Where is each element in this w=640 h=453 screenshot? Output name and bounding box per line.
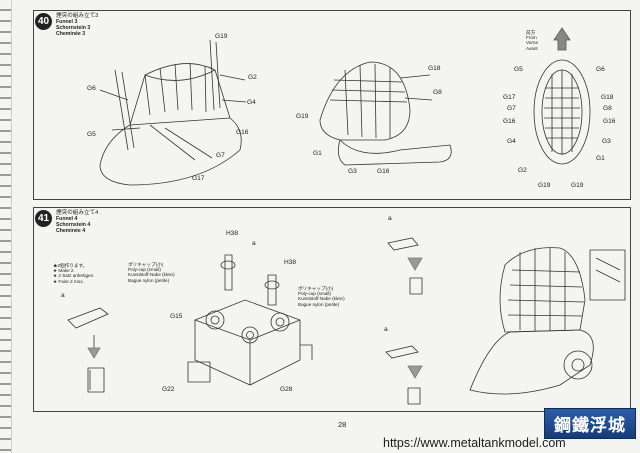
make-note-de: ★ 2 Satz anfertigen. [53,273,95,279]
make-two-note: ★2個作ります。 ★ Make 2. ★ 2 Satz anfertigen. … [53,263,94,284]
part-label: G18 [428,65,441,72]
binding-holes [0,0,12,453]
down-arrow-icon-1 [407,257,423,271]
front-arrow-icon [553,27,571,51]
part-label: a [388,215,392,222]
part-label: G1 [596,155,605,162]
make-note-fr: ★ Faire 2 mox. [53,278,84,284]
polycap-note-1-de: Kunststoff-Nabe (klein) [128,272,175,278]
polycap-note-2-jp: ポリキャップ(小) [298,286,334,291]
part-label: H38 [226,230,239,237]
step-40-title: 煙突の組み立て3 Funnel 3 Schornstein 3 Cheminée… [56,13,98,37]
part-label: G5 [87,131,96,138]
part-label: G2 [518,167,527,174]
part-label: G6 [87,85,96,92]
step-40-title-de: Schornstein 3 [56,25,91,31]
step-41-title-en: Funnel 4 [56,216,78,222]
step-41-badge: 41 [35,210,52,227]
polycap-note-1-en: Poly-cap (small) [128,267,161,273]
funnel-top-view-drawing [533,38,591,165]
front-label-de: Vorne [526,40,539,46]
part-label: G18 [601,94,614,101]
part-label: G16 [236,129,249,136]
funnel-base-assembly-drawing [187,254,313,386]
funnel-assembled-center-drawing [319,61,452,166]
part-label: G8 [433,89,442,96]
front-label-jp: 前方 [526,30,536,35]
polycap-note-1-fr: Bague nylon (petite) [128,277,170,283]
part-label: a [252,240,256,247]
polycap-note-2-fr: Bague nylon (petite) [298,301,340,307]
front-label: 前方 From Vorne Avant [526,30,538,51]
polycap-note-1: ポリキャップ(小) Poly-cap (small) Kunststoff-Na… [128,262,175,283]
part-label: G17 [503,94,516,101]
part-label: G4 [247,99,256,106]
polycap-note-2-de: Kunststoff-Nabe (klein) [298,296,345,302]
part-label: a [61,292,65,299]
part-label: G16 [603,118,616,125]
part-label: G2 [248,74,257,81]
step-40-title-jp: 煙突の組み立て3 [56,13,99,19]
make-note-jp: ★2個作ります。 [53,263,88,268]
watermark-url: https://www.metaltankmodel.com [383,436,566,450]
part-label: G1 [313,150,322,157]
polycap-note-2: ポリキャップ(小) Poly-cap (small) Kunststoff-Na… [298,286,345,307]
front-label-en: From [526,35,537,41]
part-label: G19 [571,182,584,189]
step-40-title-en: Funnel 3 [56,19,78,25]
down-arrow-icon-2 [407,365,423,379]
step-40-panel [33,10,631,200]
part-label: G19 [296,113,309,120]
polycap-note-2-en: Poly-cap (small) [298,291,331,297]
watermark-logo: 鋼鐵浮城 [544,408,636,439]
part-label: G4 [507,138,516,145]
step-40-badge: 40 [35,13,52,30]
part-label: G8 [603,105,612,112]
step-41-panel [33,207,631,412]
step-41-title: 煙突の組み立て4 Funnel 4 Schornstein 4 Cheminée… [56,210,98,234]
step-41-title-de: Schornstein 4 [56,222,91,228]
front-label-fr: Avant [526,45,538,51]
step-41-title-fr: Cheminée 4 [56,228,86,234]
small-part-left-drawing [67,307,109,393]
part-label: G28 [280,386,293,393]
part-label: G7 [507,105,516,112]
part-label: H38 [284,259,297,266]
polycap-note-1-jp: ポリキャップ(小) [128,262,164,267]
part-label: G15 [170,313,183,320]
part-label: G3 [602,138,611,145]
part-label: G16 [377,168,390,175]
small-part-center-drawing [385,237,423,405]
part-label: G5 [514,66,523,73]
page-number: 28 [338,420,347,429]
part-label: G22 [162,386,175,393]
part-label: G19 [215,33,228,40]
part-label: G6 [596,66,605,73]
make-note-en: ★ Make 2. [53,268,75,274]
part-label: G3 [348,168,357,175]
part-label: G7 [216,152,225,159]
step-40-title-fr: Cheminée 3 [56,31,86,37]
step-41-title-jp: 煙突の組み立て4 [56,210,99,216]
funnel-exploded-left-drawing [99,39,247,186]
part-label: a [384,326,388,333]
part-label: G17 [192,175,205,182]
part-label: G19 [538,182,551,189]
down-arrow-icon-left [87,347,101,359]
part-label: G16 [503,118,516,125]
funnel-final-assembly-drawing [469,247,626,395]
